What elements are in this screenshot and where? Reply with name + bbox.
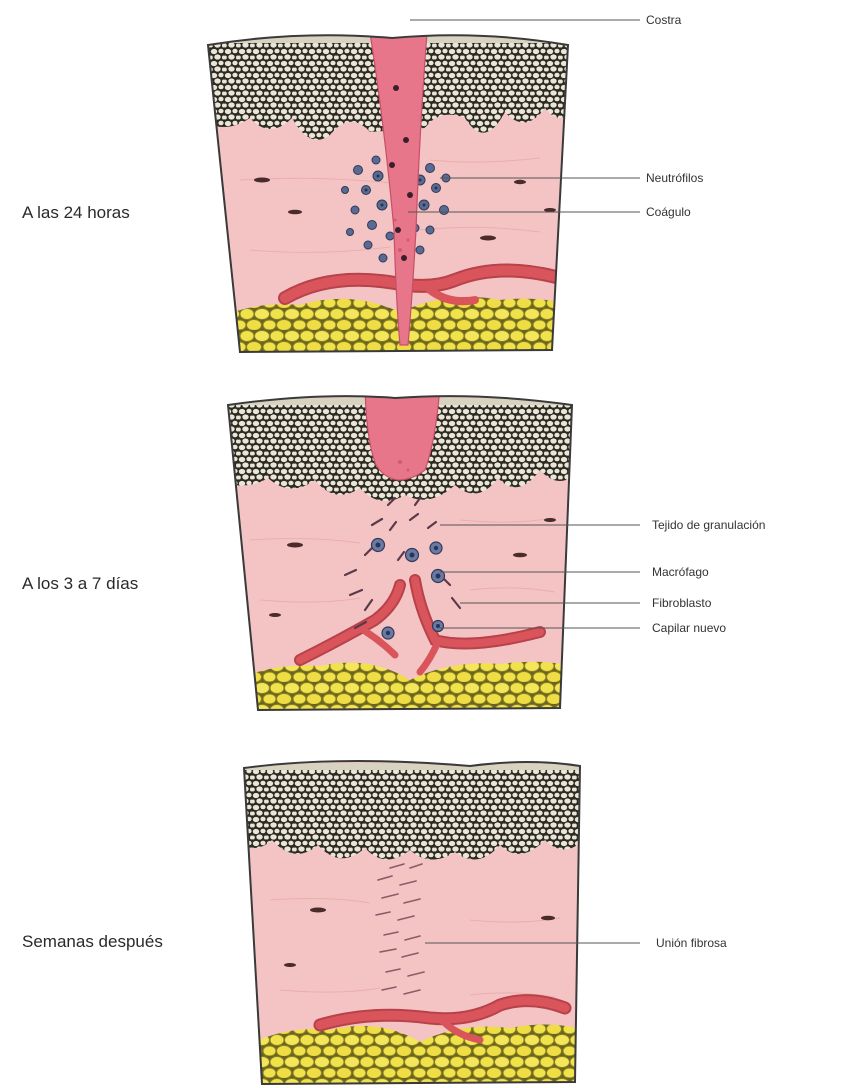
panel-3-7-days: A los 3 a 7 días Tejido de granulación M… [22,385,765,720]
panel-label-weeks-later: Semanas después [22,932,163,951]
callout-fibrous-union: Unión fibrosa [656,936,727,950]
callout-clot: Coágulo [646,205,691,219]
callout-new-capillary: Capilar nuevo [652,621,726,635]
tissue-block-weeks-later [240,750,585,1088]
panel-label-24h: A las 24 horas [22,203,130,222]
callout-neutrophils: Neutrófilos [646,171,703,185]
callout-fibroblast: Fibroblasto [652,596,712,610]
panel-weeks-later: Semanas después Unión fibrosa [22,750,727,1088]
tissue-block-24h [200,20,580,365]
epidermis [240,765,585,860]
callout-granulation-tissue: Tejido de granulación [652,518,765,532]
callout-macrophage: Macrófago [652,565,709,579]
panel-label-3-7-days: A los 3 a 7 días [22,574,138,593]
panel-24h: A las 24 horas Costra Neutrófilos Coágul… [22,13,703,365]
tissue-block-3-7-days [220,385,580,720]
callout-scab: Costra [646,13,682,27]
